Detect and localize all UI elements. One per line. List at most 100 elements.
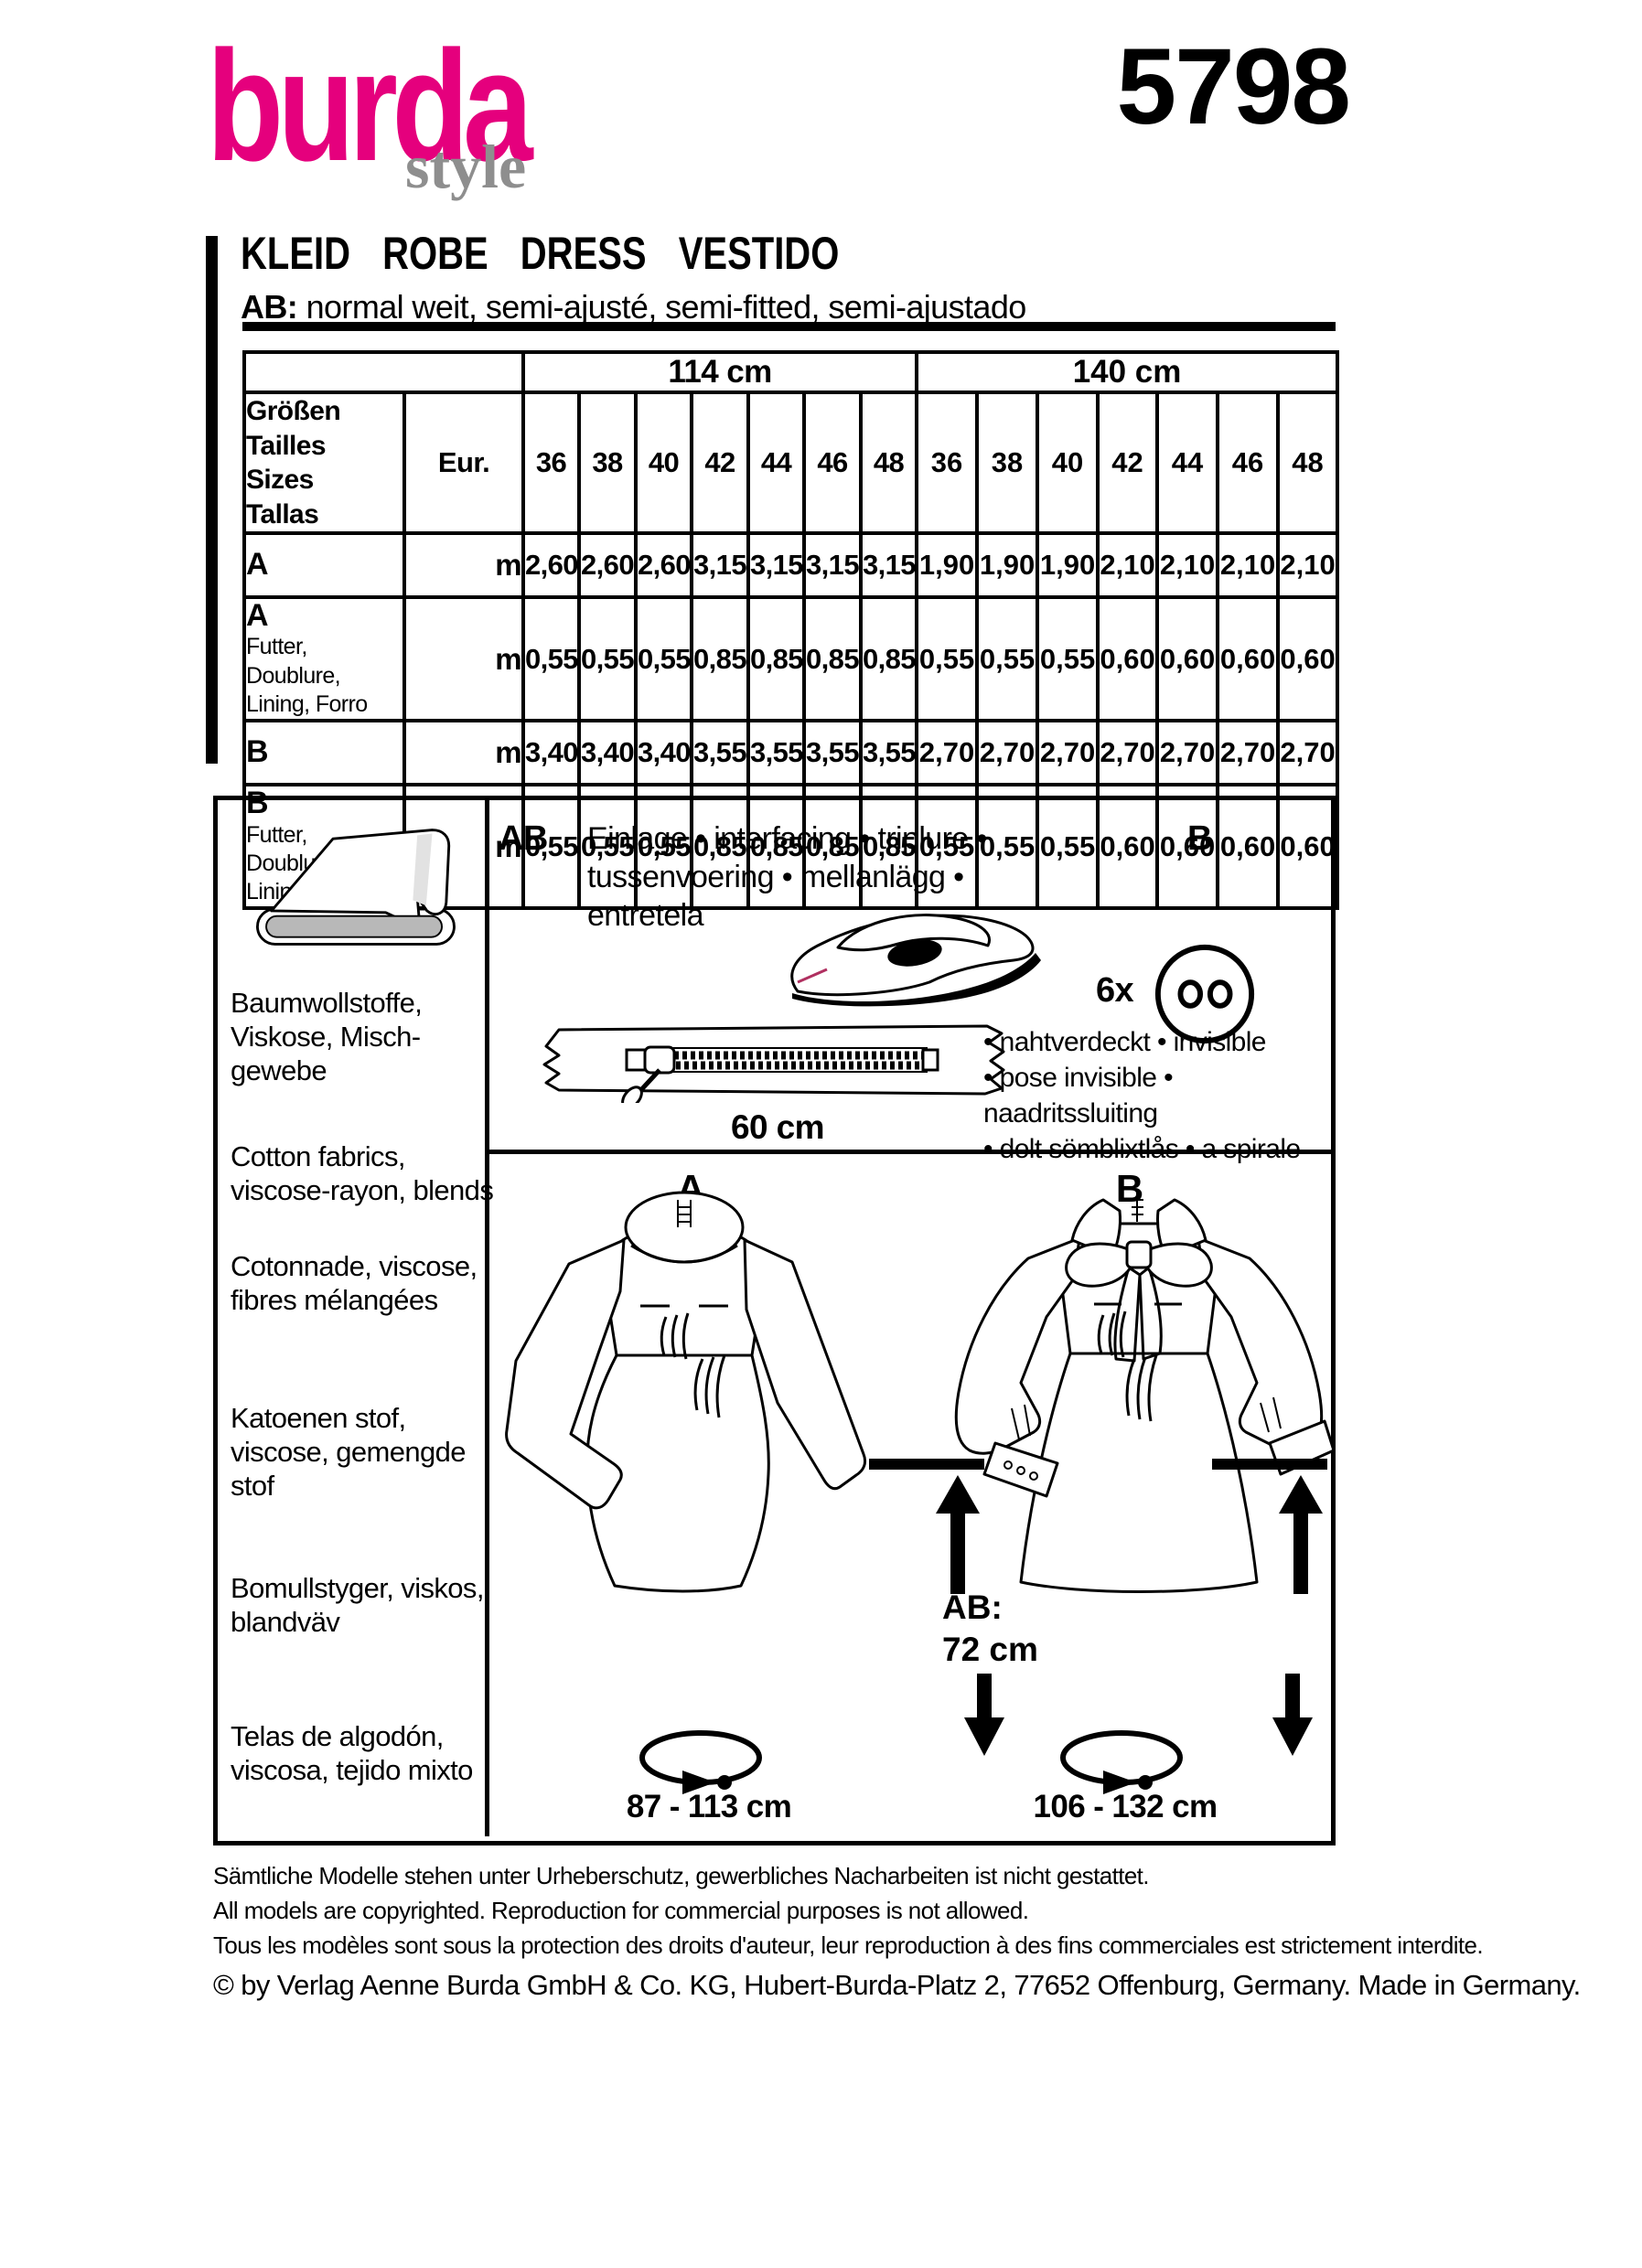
yardage-value: 2,70 xyxy=(975,719,1040,787)
yardage-value: 2,60 xyxy=(634,531,693,599)
fit-text: normal weit, semi-ajusté, semi-fitted, s… xyxy=(297,288,1027,326)
yardage-value: 0,60 xyxy=(1216,594,1281,723)
unit-m: m xyxy=(402,531,525,599)
yardage-value: 2,70 xyxy=(1276,719,1340,787)
size-col: 48 xyxy=(858,390,919,535)
yardage-value: 0,85 xyxy=(802,783,863,911)
yardage-value: 0,55 xyxy=(577,783,638,911)
eur-label: Eur. xyxy=(402,390,525,535)
yardage-value: 0,60 xyxy=(1155,783,1220,911)
title-rule xyxy=(242,322,1336,331)
details-box-vertical-divider xyxy=(485,800,489,1836)
yardage-value: 2,10 xyxy=(1276,531,1340,599)
yardage-value: 0,60 xyxy=(1276,783,1340,911)
corner-empty xyxy=(242,350,525,394)
yardage-value: 0,55 xyxy=(1036,594,1100,723)
yardage-value: 0,85 xyxy=(690,594,750,723)
yardage-value: 3,15 xyxy=(858,531,919,599)
yardage-value: 2,70 xyxy=(915,719,980,787)
yardage-value: 3,15 xyxy=(746,531,806,599)
hem-width-b: 106 - 132 cm xyxy=(1033,1789,1218,1824)
button-view-label: B xyxy=(1187,819,1213,858)
yardage-value: 3,55 xyxy=(690,719,750,787)
details-box-horizontal-divider xyxy=(489,1150,1331,1154)
yardage-value: 3,55 xyxy=(746,719,806,787)
yardage-value: 3,55 xyxy=(802,719,863,787)
yardage-value: 3,40 xyxy=(634,719,693,787)
yardage-value: 0,55 xyxy=(577,594,638,723)
yardage-value: 0,55 xyxy=(634,594,693,723)
copyright-line-de: Sämtliche Modelle stehen unter Urhebersc… xyxy=(213,1862,1150,1889)
size-col: 38 xyxy=(975,390,1040,535)
fabric-text-en: Cotton fabrics, viscose-rayon, blends xyxy=(231,1140,494,1207)
yardage-value: 2,10 xyxy=(1155,531,1220,599)
yardage-row-b: B m 3,40 3,40 3,40 3,55 3,55 3,55 3,55 2… xyxy=(242,719,1340,787)
copyright-line-en: All models are copyrighted. Reproduction… xyxy=(213,1897,1029,1924)
table-row: Größen Tailles Sizes Tallas Eur. 36 38 4… xyxy=(242,390,1340,535)
copyright-line-fr: Tous les modèles sont sous la protection… xyxy=(213,1931,1484,1959)
fabric-width-114: 114 cm xyxy=(521,350,919,394)
yardage-value: 0,55 xyxy=(521,783,581,911)
iron-icon xyxy=(778,904,1052,1009)
table-row: 114 cm 140 cm xyxy=(242,350,1340,394)
back-length-label: AB: 72 cm xyxy=(942,1589,1038,1669)
yardage-value: 1,90 xyxy=(1036,531,1100,599)
sizes-label: Größen Tailles Sizes Tallas xyxy=(242,390,406,535)
yardage-value: 3,15 xyxy=(690,531,750,599)
length-arrow-down-icon xyxy=(959,1674,1010,1758)
two-hole-button-icon xyxy=(1151,940,1259,1048)
dress-b-illustration xyxy=(924,1180,1354,1728)
view-label: B xyxy=(246,734,269,770)
interfacing-text: Einlage • interfacing • triplure • tusse… xyxy=(587,821,987,934)
hem-width-a: 87 - 113 cm xyxy=(626,1789,792,1824)
zipper-notes: • nahtverdeckt • invisible • pose invisi… xyxy=(983,1027,1301,1164)
zipper-length: 60 cm xyxy=(731,1108,825,1146)
yardage-value: 2,10 xyxy=(1096,531,1160,599)
garment-title-text: KLEID ROBE DRESS VESTIDO xyxy=(241,228,840,279)
yardage-value: 3,40 xyxy=(577,719,638,787)
garment-title: KLEID ROBE DRESS VESTIDO xyxy=(241,230,989,276)
fabric-text-sv: Bomullstyger, viskos, blandväv xyxy=(231,1572,484,1639)
size-col: 44 xyxy=(1155,390,1220,535)
yardage-value: 0,85 xyxy=(802,594,863,723)
fabric-text-es: Telas de algodón, viscosa, tejido mixto xyxy=(231,1720,473,1787)
yardage-value: 2,60 xyxy=(521,531,581,599)
yardage-value: 0,85 xyxy=(858,783,919,911)
yardage-row-a: A m 2,60 2,60 2,60 3,15 3,15 3,15 3,15 1… xyxy=(242,531,1340,599)
interfacing-views-label: AB xyxy=(499,819,548,858)
size-col: 42 xyxy=(690,390,750,535)
dress-a-illustration xyxy=(476,1180,906,1728)
fabric-text-nl: Katoenen stof, viscose, gemengde stof xyxy=(231,1402,467,1503)
yardage-value: 1,90 xyxy=(915,531,980,599)
fabric-width-140: 140 cm xyxy=(915,350,1340,394)
publisher-line: © by Verlag Aenne Burda GmbH & Co. KG, H… xyxy=(213,1969,1581,2001)
yardage-value: 0,60 xyxy=(1096,594,1160,723)
yardage-value: 0,60 xyxy=(1276,594,1340,723)
hem-circumference-icon xyxy=(1050,1725,1197,1798)
yardage-value: 0,55 xyxy=(1036,783,1100,911)
title-accent-bar xyxy=(206,236,218,764)
yardage-value: 0,55 xyxy=(975,594,1040,723)
yardage-value: 3,55 xyxy=(858,719,919,787)
size-col: 48 xyxy=(1276,390,1340,535)
fabric-bolt-icon xyxy=(245,818,465,956)
view-b-label: B xyxy=(1115,1167,1144,1210)
yardage-value: 0,85 xyxy=(746,594,806,723)
size-col: 36 xyxy=(521,390,581,535)
hem-circumference-icon xyxy=(629,1725,776,1798)
size-col: 36 xyxy=(915,390,980,535)
pattern-number: 5798 xyxy=(1116,27,1351,147)
yardage-value: 0,55 xyxy=(915,594,980,723)
yardage-table: 114 cm 140 cm Größen Tailles Sizes Talla… xyxy=(242,350,1340,911)
yardage-value: 0,60 xyxy=(1096,783,1160,911)
size-col: 40 xyxy=(634,390,693,535)
yardage-value: 2,70 xyxy=(1155,719,1220,787)
yardage-table-wrap: 114 cm 140 cm Größen Tailles Sizes Talla… xyxy=(242,350,1340,911)
yardage-value: 0,55 xyxy=(975,783,1040,911)
size-col: 46 xyxy=(802,390,863,535)
yardage-value: 0,85 xyxy=(746,783,806,911)
yardage-value: 0,60 xyxy=(1216,783,1281,911)
yardage-value: 2,70 xyxy=(1096,719,1160,787)
